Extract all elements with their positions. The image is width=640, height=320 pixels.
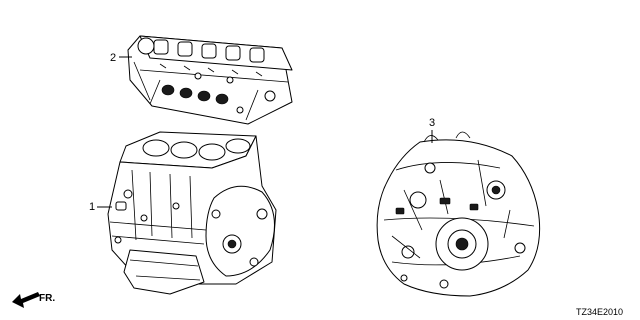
callout-3-label: 3 [429,117,435,129]
callout-1-label: 1 [89,201,95,213]
callout-2: 2 [110,52,132,64]
diagram-code: TZ34E2010 [576,307,623,317]
direction-label: FR. [39,293,55,304]
callout-2-label: 2 [110,52,116,64]
front-arrow-icon [12,292,40,308]
callout-3: 3 [429,117,435,143]
transmission[interactable] [376,131,541,297]
cylinder-head[interactable] [127,35,293,125]
engine-block[interactable] [107,131,277,295]
callout-1: 1 [89,201,112,213]
